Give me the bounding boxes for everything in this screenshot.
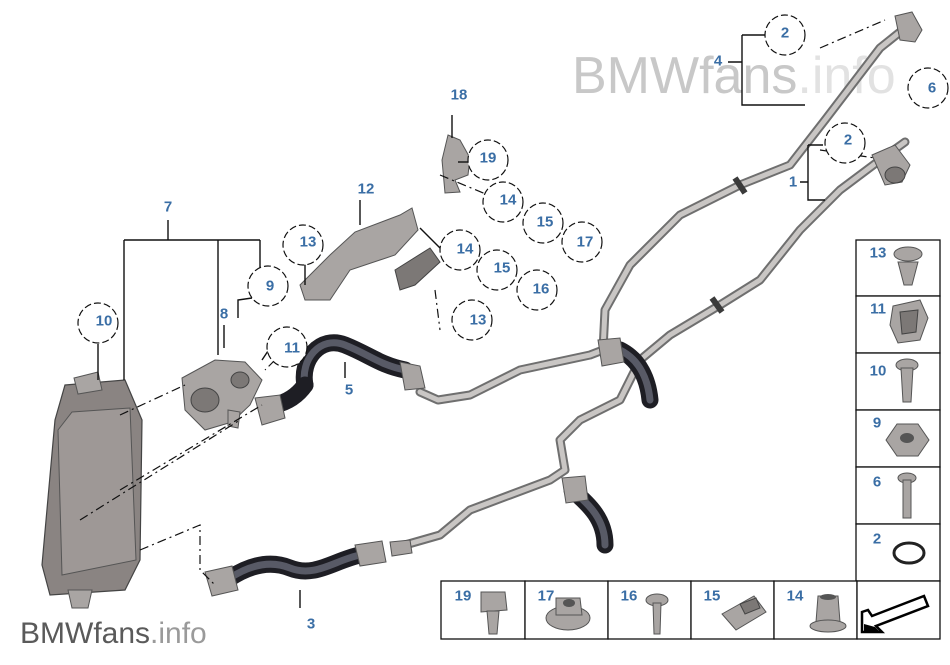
legend-label-2: 2 [873,531,881,548]
svg-text:17: 17 [577,234,594,251]
legend-label-15: 15 [704,588,721,605]
callout-15a: 15 [522,202,564,244]
svg-text:15: 15 [537,214,554,231]
legend-label-16: 16 [621,588,638,605]
watermark-bottom: BMWfans.info [20,617,207,650]
pipe-end-fittings [871,11,923,186]
pipe-line-4 [415,23,910,405]
svg-text:2: 2 [844,132,852,149]
pipe-bands [709,176,748,314]
svg-text:14: 14 [457,241,474,258]
thermostat-housing [181,359,263,431]
callout-18: 18 [451,87,468,104]
legend-label-13: 13 [870,245,887,262]
nut-clip-11-icon [889,299,929,344]
callout-4: 4 [714,53,723,70]
arrow-symbol-icon [860,594,930,634]
svg-text:2: 2 [781,25,789,42]
leader-lines [97,34,825,608]
screw-16-icon [645,593,669,635]
svg-text:19: 19 [480,150,497,167]
svg-text:9: 9 [266,278,274,295]
screw-10-icon [895,358,919,403]
legend-column: 13 11 10 9 6 2 [855,239,941,582]
callout-3: 3 [307,616,315,633]
svg-text:14: 14 [500,192,517,209]
junction-hose-upper [597,337,659,409]
callout-16: 16 [516,269,558,311]
nut-9-icon [885,423,930,457]
callout-5: 5 [345,382,353,399]
bracket-18 [441,134,471,194]
svg-text:16: 16 [533,281,550,298]
callout-17: 17 [561,221,603,263]
bracket-12 [299,207,441,301]
callout-2a: 2 [764,14,806,56]
legend-label-11: 11 [870,301,886,318]
clip-13-icon [893,246,923,286]
junction-hose-lower [561,475,614,554]
callout-14a: 14 [482,181,524,223]
callout-12: 12 [358,181,375,198]
callout-14b: 14 [439,229,481,271]
rivet-nut-14-icon [809,594,847,633]
legend-label-6: 6 [873,474,881,491]
callout-13a: 13 [282,224,324,266]
svg-text:10: 10 [96,313,113,330]
legend-label-9: 9 [873,415,881,432]
nut-17-icon [545,597,591,631]
legend-label-10: 10 [870,363,887,380]
callout-10: 10 [77,302,119,344]
callout-8: 8 [220,306,228,323]
o-ring-2-icon [892,541,926,565]
svg-text:6: 6 [928,80,936,97]
callout-11: 11 [266,326,308,368]
pipe-line-1 [400,137,910,550]
callout-2b: 2 [824,122,866,164]
clip-15-icon [721,595,767,631]
oil-cooler [41,371,143,609]
legend-row: 19 17 16 15 14 [440,580,941,640]
legend-label-19: 19 [455,588,472,605]
svg-text:13: 13 [300,234,317,251]
legend-label-17: 17 [538,588,555,605]
callout-7: 7 [164,199,172,216]
callout-1: 1 [789,174,797,191]
svg-text:13: 13 [470,312,487,329]
callout-15b: 15 [476,249,518,291]
callout-9: 9 [247,265,289,307]
hose-5 [254,334,426,426]
svg-text:11: 11 [284,340,300,357]
callout-6: 6 [907,67,949,109]
bolt-6-icon [897,472,917,519]
svg-text:15: 15 [494,260,511,277]
watermark-top: BMWfans.info [572,47,896,105]
callout-13b: 13 [451,299,493,341]
hose-3 [204,539,413,597]
legend-label-14: 14 [787,588,804,605]
callout-19: 19 [467,139,509,181]
bolt-19-icon [480,591,508,635]
